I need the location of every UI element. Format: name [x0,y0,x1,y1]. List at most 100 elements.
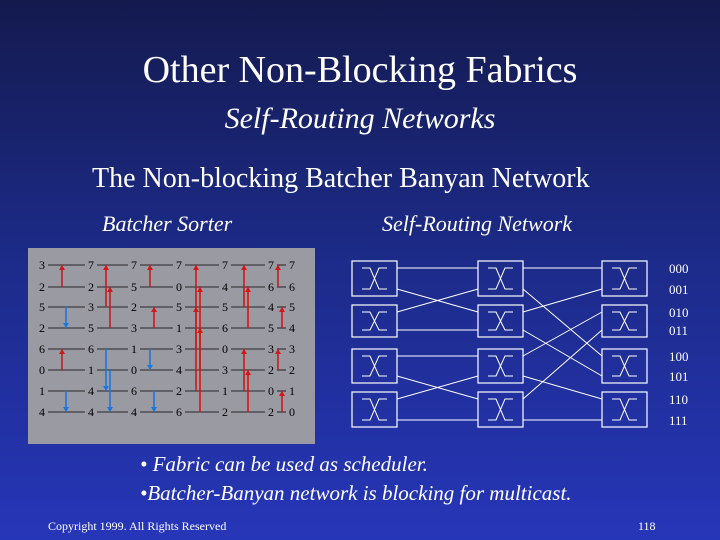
comparator-arrowhead [197,287,203,292]
banyan-switch [351,260,398,297]
sorter-value: 2 [131,300,137,314]
sorter-value: 0 [289,405,295,419]
comparator-arrowhead [193,265,199,270]
sorter-value: 2 [88,280,94,294]
banyan-wire [522,288,603,357]
sorter-value: 0 [176,280,182,294]
sorter-value: 4 [131,405,137,419]
output-port-label: 000 [669,261,689,276]
banyan-switch [477,260,524,297]
banyan-switch [351,304,398,338]
comparator-arrowhead [197,328,203,333]
switch-crosspath [612,398,637,421]
comparator-arrowhead [151,407,157,412]
bullet-multicast: •Batcher-Banyan network is blocking for … [140,481,572,505]
output-port-label: 001 [669,282,689,297]
sorter-value: 3 [39,258,45,272]
sorter-value: 5 [289,300,295,314]
banyan-switch [477,391,524,428]
comparator-arrowhead [107,407,113,412]
comparator-arrowhead [245,287,251,292]
output-port-label: 010 [669,305,689,320]
output-port-label: 110 [669,392,688,407]
switch-crosspath [362,267,387,290]
sorter-value: 4 [222,280,228,294]
banyan-wire [522,329,603,377]
sorter-value: 4 [289,321,295,335]
switch-crosspath [362,398,387,421]
comparator-arrowhead [59,265,65,270]
self-routing-label: Self-Routing Network [382,211,573,236]
comparator-arrowhead [279,391,285,396]
output-port-label: 101 [669,369,689,384]
banyan-wire [522,311,603,357]
banyan-switch [601,348,648,384]
comparator-arrowhead [245,370,251,375]
slide-title: Other Non-Blocking Fabrics [142,49,578,91]
comparator-arrowhead [103,265,109,270]
sorter-value: 1 [39,384,45,398]
sorter-value: 5 [222,300,228,314]
output-port-label: 100 [669,349,689,364]
sorter-value: 3 [88,300,94,314]
switch-crosspath [488,267,513,290]
sorter-value: 1 [222,384,228,398]
copyright-footer: Copyright 1999. All Rights Reserved [48,519,227,533]
sorter-value: 2 [176,384,182,398]
comparator-arrowhead [147,265,153,270]
sorter-value: 4 [268,300,274,314]
comparator-arrowhead [103,386,109,391]
output-port-label: 111 [669,413,688,428]
sorter-value: 6 [39,342,45,356]
banyan-switch [601,391,648,428]
sorter-value: 7 [88,258,94,272]
sorter-value: 4 [88,384,94,398]
switch-crosspath [362,355,387,377]
sorter-value: 6 [131,384,137,398]
switch-crosspath [612,355,637,377]
output-port-label: 011 [669,323,688,338]
sorter-value: 6 [222,321,228,335]
sorter-background [28,248,315,444]
switch-crosspath [488,311,513,331]
sorter-value: 1 [176,321,182,335]
comparator-arrowhead [193,307,199,312]
sorter-value: 5 [268,321,274,335]
sorter-value: 2 [39,280,45,294]
bullet-list: • Fabric can be used as scheduler. •Batc… [140,450,572,508]
sorter-value: 5 [131,280,137,294]
sorter-value: 2 [268,405,274,419]
sorter-value: 6 [289,280,295,294]
comparator-arrowhead [63,323,69,328]
sorter-value: 4 [176,363,182,377]
sorter-value: 1 [131,342,137,356]
banyan-switch [601,304,648,338]
sorter-value: 5 [176,300,182,314]
sorter-value: 5 [88,321,94,335]
network-heading: The Non-blocking Batcher Banyan Network [92,163,590,194]
comparator-arrowhead [63,407,69,412]
comparator-arrowhead [59,349,65,354]
comparator-arrowhead [241,349,247,354]
banyan-wire [522,375,603,400]
sorter-value: 3 [289,342,295,356]
sorter-value: 3 [131,321,137,335]
sorter-value: 2 [289,363,295,377]
banyan-wire [396,288,479,313]
switch-crosspath [362,311,387,331]
sorter-value: 1 [289,384,295,398]
sorter-value: 0 [222,342,228,356]
sorter-value: 5 [39,300,45,314]
banyan-wire [396,375,479,400]
sorter-value: 2 [39,321,45,335]
comparator-arrowhead [241,265,247,270]
sorter-value: 7 [131,258,137,272]
bullet-scheduler: • Fabric can be used as scheduler. [140,452,428,476]
sorter-value: 2 [222,405,228,419]
comparator-arrowhead [147,365,153,370]
page-number: 118 [638,519,656,533]
comparator-arrowhead [275,265,281,270]
switch-crosspath [488,355,513,377]
sorter-value: 7 [222,258,228,272]
